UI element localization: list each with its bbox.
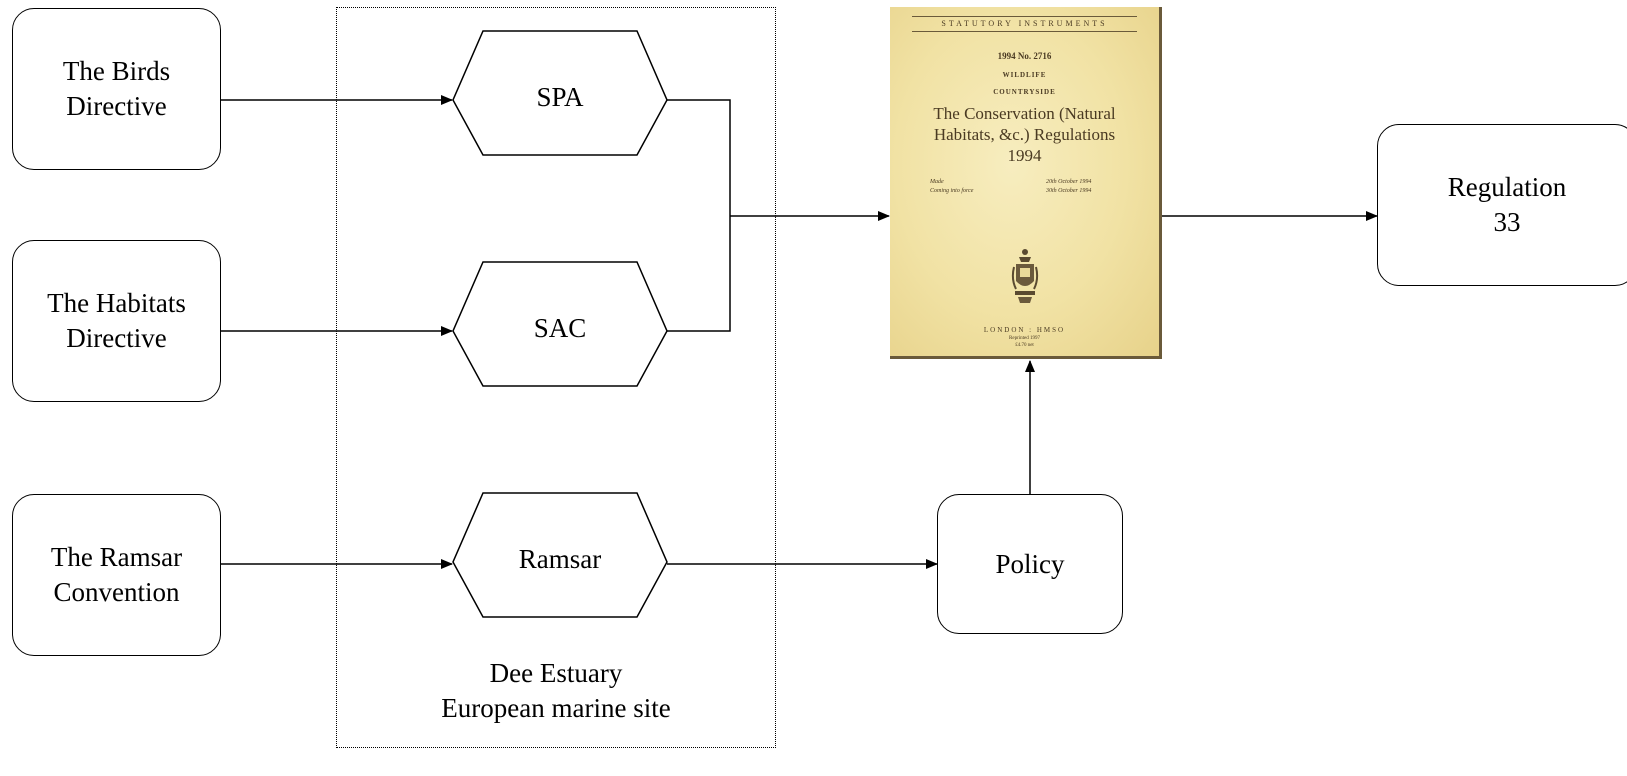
cover-imprint-detail: Reprinted 1997 £4.70 net [1009,336,1040,348]
ramsar-convention-label: The Ramsar Convention [50,542,183,607]
policy-box[interactable]: Policy [937,494,1123,634]
sac-label: SAC [533,313,587,343]
cover-number: 1994 No. 2716 [997,51,1052,61]
cover-title: The Conservation (Natural Habitats, &c.)… [933,104,1116,165]
cover-subject-countryside: COUNTRYSIDE [993,88,1056,96]
birds-directive-label: The Birds Directive [62,56,171,121]
spa-hexagon[interactable] [452,30,668,156]
habitats-directive-label: The Habitats Directive [47,288,186,353]
european-marine-site-frame [336,7,776,748]
sac-hexagon[interactable] [452,261,668,387]
regulation-33-box[interactable]: Regulation 33 [1377,124,1627,286]
ramsar-convention-box[interactable]: The Ramsar Convention [12,494,221,656]
cover-subject-wildlife: WILDLIFE [1002,71,1047,79]
ramsar-label: Ramsar [518,544,602,574]
birds-directive-box[interactable]: The Birds Directive [12,8,221,170]
cover-imprint: LONDON : HMSO [983,326,1066,334]
policy-label: Policy [995,548,1065,579]
cover-top-rule [912,16,1137,17]
cover-made-label: Made [930,179,944,185]
european-marine-site-label: Dee Estuary European marine site [441,658,671,723]
royal-crest-icon [1011,249,1039,303]
cover-second-rule [912,31,1137,32]
ramsar-hexagon[interactable] [452,492,668,618]
habitats-directive-box[interactable]: The Habitats Directive [12,240,221,402]
regulation-33-label: Regulation 33 [1447,172,1567,237]
cover-series: STATUTORY INSTRUMENTS [941,19,1108,28]
spa-label: SPA [536,82,584,112]
cover-made-date: 20th October 1994 [1046,179,1092,185]
cover-force-label: Coming into force [930,188,974,194]
cover-force-date: 30th October 1994 [1046,188,1092,194]
conservation-regulations-cover[interactable]: STATUTORY INSTRUMENTS 1994 No. 2716 WILD… [890,7,1162,359]
